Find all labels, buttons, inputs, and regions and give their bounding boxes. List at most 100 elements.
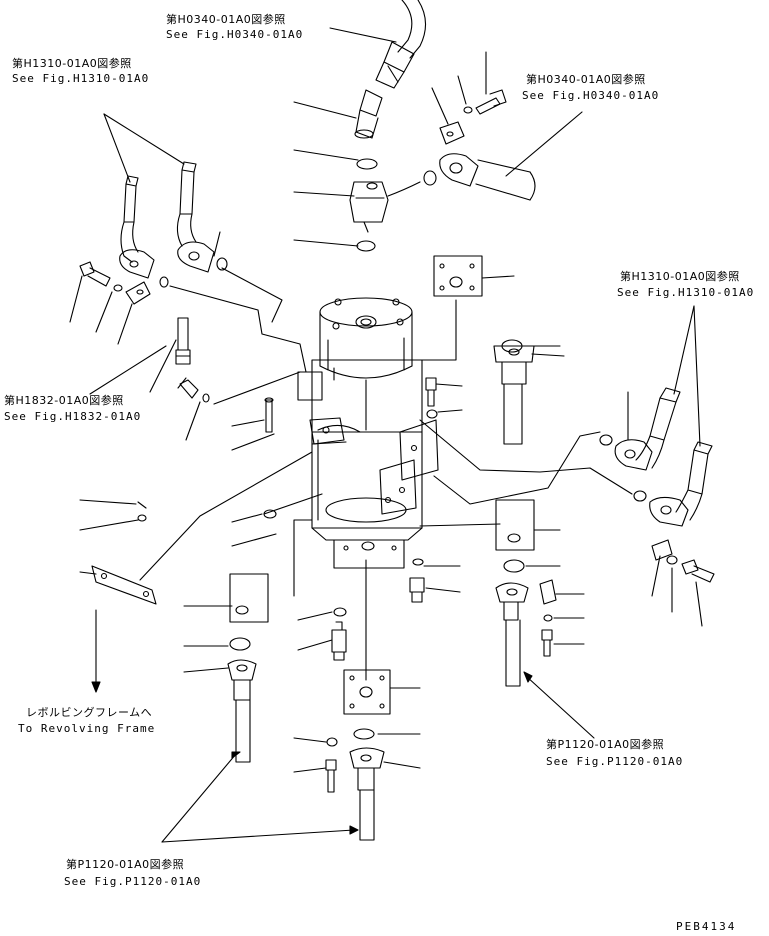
ref-label-jp: 第H1832-01A0図参照 [4, 394, 124, 407]
leader-line [293, 519, 313, 597]
leader-line [161, 829, 355, 843]
bolt-right [681, 559, 715, 583]
small-bolt [137, 501, 147, 509]
o-ring [503, 559, 525, 573]
o-ring [412, 558, 424, 566]
leader-line [149, 339, 177, 393]
revolving-frame-label-jp: レボルビングフレームへ [26, 706, 153, 719]
leader-line [139, 451, 313, 581]
leader-line [293, 737, 327, 743]
washer [113, 284, 123, 292]
o-ring-right [423, 170, 437, 186]
leader-line [221, 267, 283, 323]
washer [263, 509, 277, 519]
adapter-block-bottom [343, 669, 391, 715]
flanged-hose-center [493, 345, 535, 445]
washer [463, 106, 473, 114]
o-ring [216, 257, 228, 271]
ref-label-jp: 第H0340-01A0図参照 [526, 73, 646, 86]
adapter-block-right [495, 499, 535, 551]
ref-label-jp: 第P1120-01A0図参照 [546, 738, 665, 751]
leader-line [183, 667, 229, 673]
leader-line [425, 587, 461, 593]
leader-line [161, 753, 237, 843]
leader-line [531, 353, 565, 357]
arrow-head [349, 825, 359, 835]
washer [426, 409, 438, 419]
o-ring [159, 276, 169, 288]
arrow-head [231, 751, 241, 759]
leader-line [231, 513, 263, 523]
arrow-head [523, 671, 533, 683]
ref-label-en: See Fig.P1120-01A0 [64, 875, 202, 888]
hose-right-b [649, 441, 713, 527]
o-ring [333, 607, 347, 617]
leader-line [293, 767, 327, 773]
ref-label-jp: 第P1120-01A0図参照 [66, 858, 185, 871]
ref-label-en: See Fig.H1310-01A0 [12, 72, 150, 85]
split-flange-upper [439, 121, 465, 145]
leader-line [525, 675, 595, 739]
leader-line [231, 419, 265, 427]
leader-line [431, 87, 449, 125]
pin [264, 397, 274, 433]
leader-line [79, 499, 137, 505]
leader-line [329, 27, 397, 43]
flange-hose-right [439, 153, 536, 201]
bolt-right-lower [541, 629, 553, 657]
adapter-block-top [433, 255, 483, 297]
leader-line [419, 523, 501, 527]
leader-line [213, 371, 301, 405]
leader-line [103, 113, 131, 183]
flanged-hose-bottom [349, 747, 385, 841]
washer [666, 555, 678, 565]
leader-line [69, 275, 83, 323]
leader-line [79, 571, 97, 575]
drawing-code: PEB4134 [676, 920, 737, 933]
leader-line [293, 191, 355, 197]
leader-line [89, 345, 167, 395]
leader-line [297, 611, 333, 621]
cap-screw-bottom [325, 759, 337, 793]
tube-fitting [175, 317, 191, 365]
leader-line [117, 303, 133, 345]
leader-line [293, 239, 359, 247]
leader-line [383, 761, 421, 769]
leader-line [297, 639, 333, 651]
o-ring [599, 434, 613, 446]
ref-label-en: See Fig.H1832-01A0 [4, 410, 142, 423]
split-flange-right [651, 539, 673, 561]
washer [137, 514, 147, 522]
leader-line [293, 149, 359, 161]
o-ring [356, 158, 378, 170]
leader-line [505, 111, 583, 177]
elbow-small [177, 377, 199, 399]
adapter-block-left [229, 573, 269, 623]
o-ring [202, 393, 210, 403]
leader-line [169, 285, 307, 373]
hose-right-a [614, 387, 681, 471]
mounting-bracket-left [297, 371, 347, 445]
fitting-center [331, 621, 347, 661]
ref-label-en: See Fig.H1310-01A0 [617, 286, 755, 299]
ref-label-jp: 第H1310-01A0図参照 [620, 270, 740, 283]
leader-line [481, 275, 515, 279]
leader-line [419, 419, 633, 495]
leader-line [693, 305, 701, 447]
flanged-hose-left [227, 659, 257, 763]
ref-label-en: See Fig.H0340-01A0 [522, 89, 660, 102]
leader-line [185, 401, 201, 441]
flanged-hose-right-lower [495, 582, 529, 687]
leader-line [213, 231, 221, 257]
leader-line [263, 493, 323, 515]
o-ring [229, 637, 251, 651]
leader-line [103, 113, 185, 165]
leader-line [231, 533, 277, 547]
revolving-frame-label-en: To Revolving Frame [18, 722, 156, 735]
leader-line [651, 555, 661, 597]
leader-line [231, 433, 275, 451]
swivel-fitting [349, 181, 389, 233]
elbow-fitting [354, 89, 383, 139]
